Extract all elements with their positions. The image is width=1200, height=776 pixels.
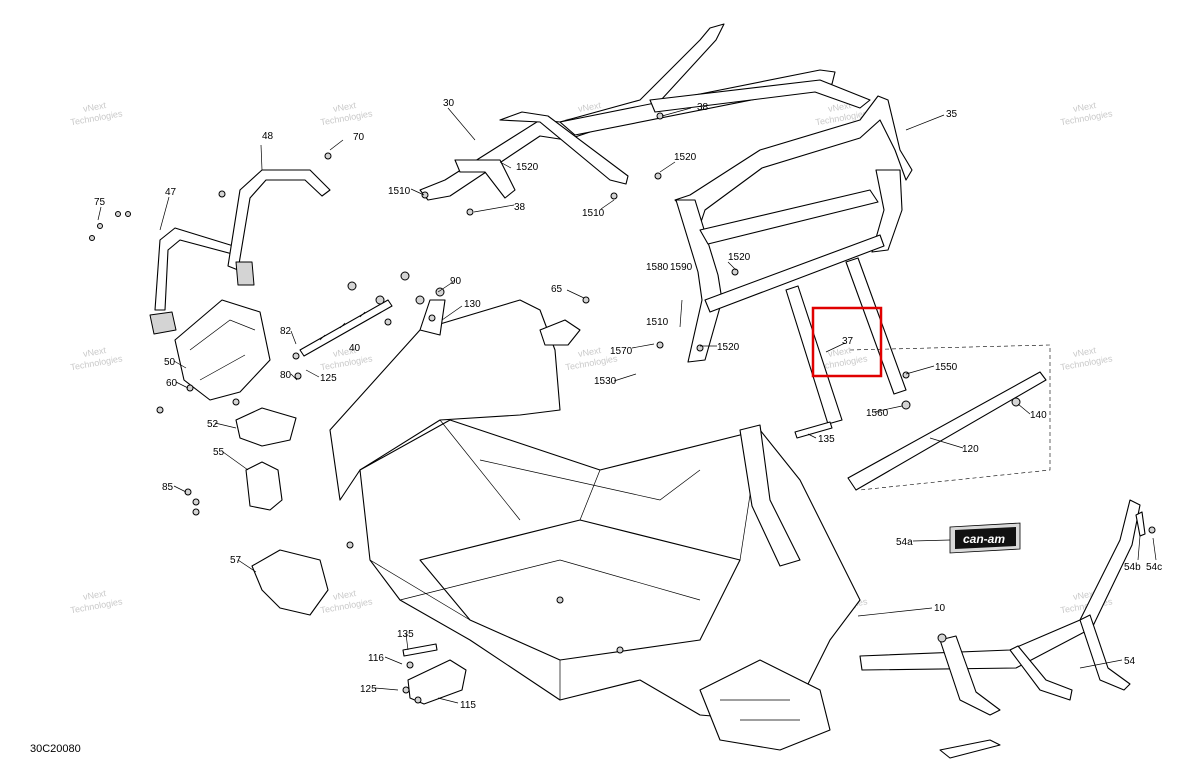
callout-1570[interactable]: 1570: [610, 346, 633, 357]
callout-55[interactable]: 55: [213, 447, 225, 458]
callout-115[interactable]: 115: [460, 700, 476, 711]
callout-120[interactable]: 120: [962, 444, 979, 455]
callout-47[interactable]: 47: [165, 187, 177, 198]
callout-1520a[interactable]: 1520: [516, 162, 539, 173]
watermark-line: vNext: [82, 100, 107, 114]
callout-80[interactable]: 80: [280, 370, 292, 381]
callout-1510a[interactable]: 1510: [388, 186, 411, 197]
callout-1550[interactable]: 1550: [935, 362, 958, 373]
watermark-line: vNext: [82, 588, 107, 602]
callout-135a[interactable]: 135: [818, 434, 835, 445]
brand-logo-text: can-am: [963, 532, 1005, 546]
main-frame: [329, 299, 861, 751]
callout-125a[interactable]: 125: [320, 373, 337, 384]
watermark-line: vNext: [577, 345, 602, 359]
watermark-line: vNext: [332, 345, 357, 359]
callout-85[interactable]: 85: [162, 482, 174, 493]
callout-75[interactable]: 75: [94, 197, 106, 208]
lower-brackets: [402, 659, 467, 705]
callout-1520b[interactable]: 1520: [674, 152, 697, 163]
watermark-line: vNext: [332, 100, 357, 114]
watermark-line: vNext: [332, 588, 357, 602]
callout-1510c[interactable]: 1510: [646, 317, 669, 328]
callout-70[interactable]: 70: [353, 132, 365, 143]
front-bumper: [859, 499, 1156, 759]
left-brackets: [89, 152, 590, 616]
callout-30[interactable]: 30: [443, 98, 455, 109]
callout-49[interactable]: 49: [349, 341, 361, 352]
callout-54c[interactable]: 54c: [1146, 562, 1162, 573]
callout-1560[interactable]: 1560: [866, 408, 889, 419]
callout-50[interactable]: 50: [164, 357, 176, 368]
highlight-box: [811, 306, 883, 378]
callout-54[interactable]: 54: [1124, 656, 1136, 667]
rails: [299, 299, 1051, 657]
leader-lines: [97, 107, 1157, 704]
callout-1520c[interactable]: 1520: [728, 252, 751, 263]
callout-40[interactable]: 40: [349, 343, 361, 354]
watermark-line: vNext: [577, 100, 602, 114]
roll-cage: [419, 23, 913, 425]
callout-82[interactable]: 82: [280, 326, 292, 337]
callout-116[interactable]: 116: [368, 653, 384, 664]
callout-10[interactable]: 10: [934, 603, 946, 614]
callout-38a[interactable]: 38: [697, 102, 709, 113]
figure-code: 30C20080: [30, 743, 81, 755]
watermark-line: vNext: [1072, 345, 1097, 359]
callout-1590[interactable]: 1590: [670, 262, 693, 273]
callout-52[interactable]: 52: [207, 419, 219, 430]
callout-1520d[interactable]: 1520: [717, 342, 740, 353]
callout-54a[interactable]: 54a: [896, 537, 913, 548]
callout-54b[interactable]: 54b: [1124, 562, 1141, 573]
callout-90[interactable]: 90: [450, 276, 462, 287]
callout-38b[interactable]: 38: [514, 202, 526, 213]
callout-35[interactable]: 35: [946, 109, 958, 120]
callout-140[interactable]: 140: [1030, 410, 1047, 421]
watermark-line: vNext: [1072, 100, 1097, 114]
callout-60[interactable]: 60: [166, 378, 178, 389]
callout-130[interactable]: 130: [464, 299, 481, 310]
callout-1510b[interactable]: 1510: [582, 208, 605, 219]
callout-57[interactable]: 57: [230, 555, 242, 566]
callout-37[interactable]: 37: [842, 336, 854, 347]
callout-135b[interactable]: 135: [397, 629, 414, 640]
watermark-line: vNext: [82, 345, 107, 359]
can-am-decal: can-am: [949, 522, 1021, 554]
callout-125b[interactable]: 125: [360, 684, 377, 695]
callout-labels: 10 30 35 37 38 38 40 47 48 49 50 52 54 5…: [94, 98, 1162, 711]
callout-48[interactable]: 48: [262, 131, 274, 142]
callout-1530[interactable]: 1530: [594, 376, 617, 387]
callout-1580[interactable]: 1580: [646, 262, 669, 273]
callout-65[interactable]: 65: [551, 284, 563, 295]
